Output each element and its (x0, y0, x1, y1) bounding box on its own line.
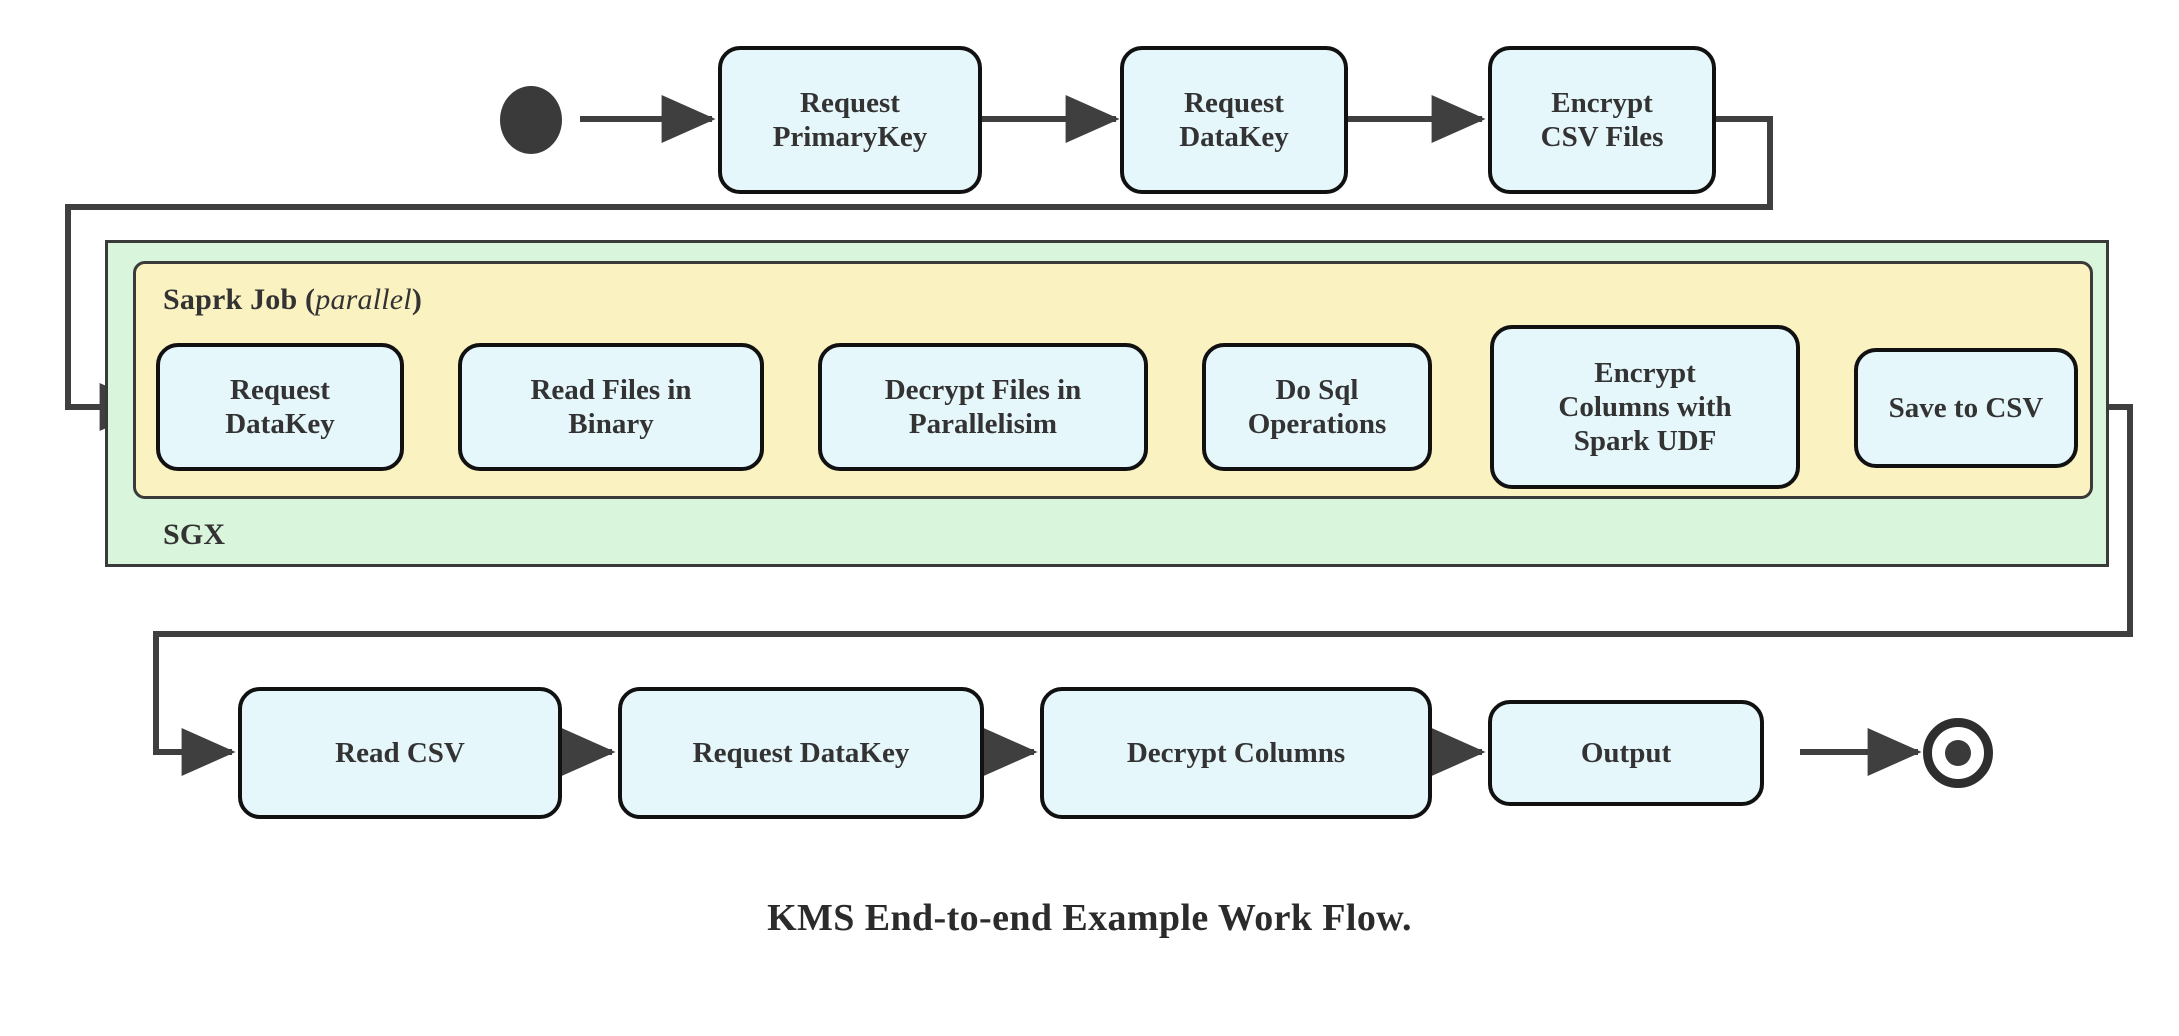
node-label: Request DataKey (1179, 86, 1289, 153)
node-label: Do Sql Operations (1247, 373, 1387, 440)
group-spark-job-label-paren-close: ) (411, 283, 423, 316)
node-label: Read Files in Binary (530, 373, 692, 440)
node-label: Request PrimaryKey (772, 86, 928, 153)
node-request-datakey-bottom[interactable]: Request DataKey (618, 687, 984, 819)
node-output[interactable]: Output (1488, 700, 1764, 806)
node-encrypt-csv-files[interactable]: Encrypt CSV Files (1488, 46, 1716, 194)
start-node-icon (500, 86, 562, 154)
node-decrypt-files-in-parallelisim[interactable]: Decrypt Files in Parallelisim (818, 343, 1148, 471)
group-spark-job-label-main: Saprk Job (163, 283, 298, 316)
node-read-csv[interactable]: Read CSV (238, 687, 562, 819)
node-label: Encrypt Columns with Spark UDF (1558, 356, 1732, 458)
end-node-inner-dot (1945, 740, 1971, 766)
node-label: Read CSV (335, 736, 465, 769)
node-label: Request DataKey (225, 373, 335, 440)
group-spark-job-label: Saprk Job (parallel) (163, 283, 422, 317)
node-label: Decrypt Files in Parallelisim (884, 373, 1082, 440)
node-decrypt-columns[interactable]: Decrypt Columns (1040, 687, 1432, 819)
node-label: Output (1580, 736, 1672, 769)
node-request-datakey-top[interactable]: Request DataKey (1120, 46, 1348, 194)
group-spark-job-label-paren-open: ( (297, 283, 316, 316)
node-encrypt-columns-with-spark-udf[interactable]: Encrypt Columns with Spark UDF (1490, 325, 1800, 489)
node-label: Encrypt CSV Files (1540, 86, 1664, 153)
node-request-datakey-spark[interactable]: Request DataKey (156, 343, 404, 471)
node-read-files-in-binary[interactable]: Read Files in Binary (458, 343, 764, 471)
node-label: Request DataKey (692, 736, 910, 769)
node-request-primarykey[interactable]: Request PrimaryKey (718, 46, 982, 194)
diagram-caption: KMS End-to-end Example Work Flow. (767, 897, 1412, 939)
group-sgx-label: SGX (163, 518, 226, 551)
end-node-icon (1923, 718, 1993, 788)
node-do-sql-operations[interactable]: Do Sql Operations (1202, 343, 1432, 471)
group-spark-job-label-italic: parallel (315, 283, 412, 316)
node-label: Save to CSV (1888, 391, 2044, 424)
node-label: Decrypt Columns (1126, 736, 1346, 769)
node-save-to-csv[interactable]: Save to CSV (1854, 348, 2078, 468)
